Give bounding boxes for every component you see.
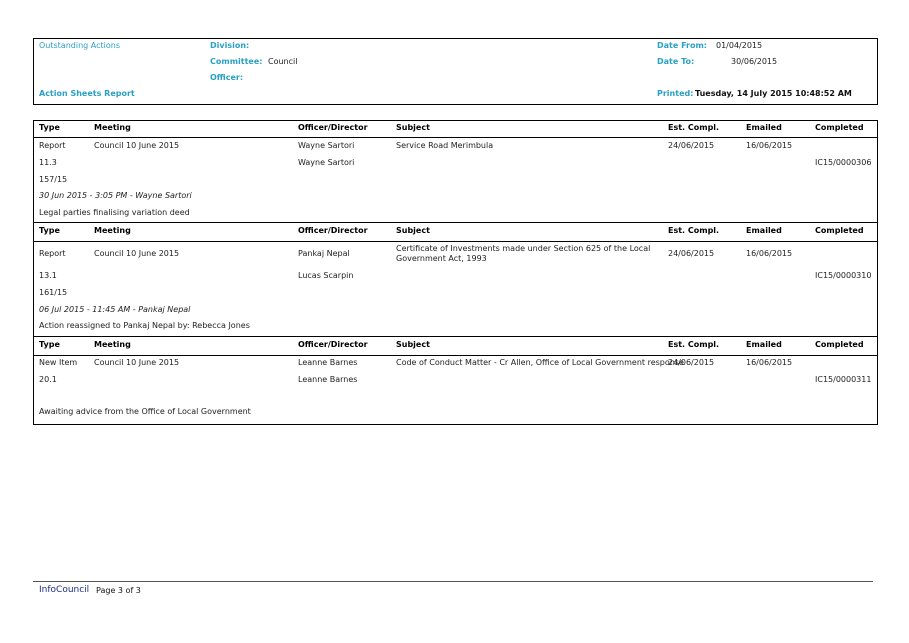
record-item-number: 20.1 [39,375,57,384]
record-type: Report [39,141,66,150]
record-reference: IC15/0000306 [815,158,872,167]
record-emailed: 16/06/2015 [746,249,793,258]
committee-label: Committee: [210,57,263,66]
record-subject: Code of Conduct Matter - Cr Allen, Offic… [396,358,684,367]
record-type: New Item [39,358,78,367]
record-subject: Certificate of Investments made under Se… [396,244,651,263]
col-emailed: Emailed [746,226,782,235]
record-meeting: Council 10 June 2015 [94,358,180,367]
col-officer: Officer/Director [298,123,368,132]
date-to-label: Date To: [657,57,695,66]
record-officer: Leanne Barnes [298,358,358,367]
actions-table: Type Meeting Officer/Director Subject Es… [33,120,878,425]
col-completed: Completed [815,340,864,349]
report-title: Outstanding Actions [39,41,120,50]
col-emailed: Emailed [746,340,782,349]
record-officer-secondary: Leanne Barnes [298,375,358,384]
record-meeting: Council 10 June 2015 [94,141,180,150]
record-note-timestamp: 30 Jun 2015 - 3:05 PM - Wayne Sartori [39,191,192,200]
col-completed: Completed [815,226,864,235]
col-est: Est. Compl. [668,123,720,132]
col-subject: Subject [396,123,430,132]
col-subject: Subject [396,226,430,235]
col-type: Type [39,123,60,132]
record-minute-number: 157/15 [39,175,68,184]
date-from-label: Date From: [657,41,708,50]
record-officer-secondary: Wayne Sartori [298,158,355,167]
record-reference: IC15/0000311 [815,375,872,384]
col-subject: Subject [396,340,430,349]
col-meeting: Meeting [94,226,131,235]
record-item-number: 11.3 [39,158,57,167]
col-type: Type [39,340,60,349]
col-emailed: Emailed [746,123,782,132]
record-emailed: 16/06/2015 [746,141,793,150]
printed-label: Printed: [657,89,694,98]
footer-divider [33,581,873,582]
section-divider [34,222,877,223]
record-type: Report [39,249,66,258]
col-completed: Completed [815,123,864,132]
committee-value: Council [268,57,298,66]
col-meeting: Meeting [94,340,131,349]
col-est: Est. Compl. [668,340,720,349]
record-note-timestamp: 06 Jul 2015 - 11:45 AM - Pankaj Nepal [39,305,191,314]
record-est-compl: 24/06/2015 [668,358,715,367]
footer-page-number: Page 3 of 3 [96,586,141,595]
officer-label: Officer: [210,73,244,82]
record-note: Awaiting advice from the Office of Local… [39,407,251,416]
division-label: Division: [210,41,250,50]
record-minute-number: 161/15 [39,288,68,297]
record-note: Action reassigned to Pankaj Nepal by: Re… [39,321,250,330]
report-subtitle: Action Sheets Report [39,89,135,98]
header-divider [34,137,877,138]
date-to-value: 30/06/2015 [731,57,778,66]
record-reference: IC15/0000310 [815,271,872,280]
record-emailed: 16/06/2015 [746,358,793,367]
record-meeting: Council 10 June 2015 [94,249,180,258]
col-est: Est. Compl. [668,226,720,235]
record-subject: Service Road Merimbula [396,141,494,150]
printed-value: Tuesday, 14 July 2015 10:48:52 AM [695,89,852,98]
date-from-value: 01/04/2015 [716,41,763,50]
record-note: Legal parties finalising variation deed [39,208,190,217]
record-officer: Wayne Sartori [298,141,355,150]
record-est-compl: 24/06/2015 [668,141,715,150]
record-item-number: 13.1 [39,271,57,280]
col-meeting: Meeting [94,123,131,132]
header-divider [34,241,877,242]
record-est-compl: 24/06/2015 [668,249,715,258]
header-divider [34,355,877,356]
record-officer: Pankaj Nepal [298,249,350,258]
col-officer: Officer/Director [298,226,368,235]
report-header: Outstanding Actions Action Sheets Report… [33,38,878,105]
col-type: Type [39,226,60,235]
footer-brand: InfoCouncil [39,585,90,595]
record-officer-secondary: Lucas Scarpin [298,271,354,280]
col-officer: Officer/Director [298,340,368,349]
section-divider [34,336,877,337]
